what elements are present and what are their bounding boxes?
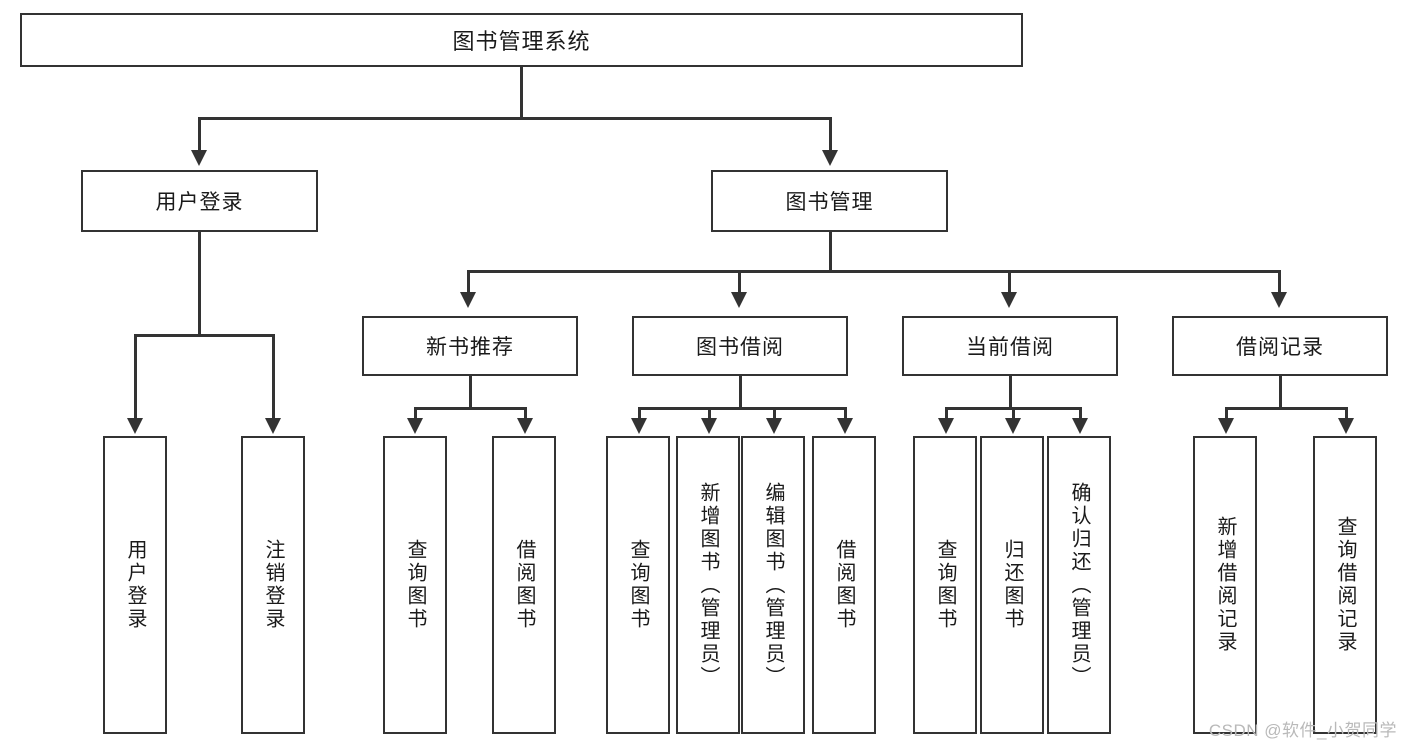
node-label: 借阅图书 xyxy=(833,539,855,631)
node-label: 图书管理 xyxy=(785,191,874,214)
connector-current-borrow-to-leaf-2 xyxy=(1012,407,1015,420)
node-label: 借阅记录 xyxy=(1236,336,1324,359)
leaf-current-borrow-return[interactable]: 归还图书 xyxy=(980,436,1044,734)
leaf-book-borrow-borrow[interactable]: 借阅图书 xyxy=(812,436,876,734)
node-label: 查询图书 xyxy=(934,539,956,631)
leaf-new-book-borrow[interactable]: 借阅图书 xyxy=(492,436,556,734)
arrowhead-user-login-leaf-2 xyxy=(265,418,281,434)
arrowhead-root-to-user-login xyxy=(191,150,207,166)
connector-root-to-user-login xyxy=(198,117,201,150)
connector-user-login-stem xyxy=(198,232,201,336)
node-label: 注销登录 xyxy=(262,539,284,631)
connector-book-borrow-to-leaf-1 xyxy=(638,407,641,420)
connector-borrow-record-to-leaf-1 xyxy=(1225,407,1228,420)
connector-new-book-bus xyxy=(414,407,524,410)
node-current-borrow[interactable]: 当前借阅 xyxy=(902,316,1118,376)
connector-new-book-stem xyxy=(469,376,472,409)
arrowhead-current-borrow-leaf-2 xyxy=(1005,418,1021,434)
connector-borrow-record-to-leaf-2 xyxy=(1345,407,1348,420)
connector-new-book-to-leaf-2 xyxy=(524,407,527,420)
connector-current-borrow-stem xyxy=(1009,376,1012,409)
connector-new-book-to-leaf-1 xyxy=(414,407,417,420)
node-label: 确认归还（管理员） xyxy=(1068,481,1090,689)
connector-book-mgmt-to-l3-4 xyxy=(1278,270,1281,294)
node-book-borrow[interactable]: 图书借阅 xyxy=(632,316,848,376)
node-label: 查询借阅记录 xyxy=(1334,516,1356,654)
connector-root-stem xyxy=(520,67,523,119)
arrowhead-book-borrow-leaf-1 xyxy=(631,418,647,434)
connector-book-mgmt-to-l3-1 xyxy=(467,270,470,294)
connector-current-borrow-to-leaf-3 xyxy=(1079,407,1082,420)
connector-user-login-to-leaf-1 xyxy=(134,334,137,420)
node-label: 归还图书 xyxy=(1001,539,1023,631)
arrowhead-book-borrow-leaf-3 xyxy=(766,418,782,434)
arrowhead-new-book-leaf-2 xyxy=(517,418,533,434)
node-label: 新增借阅记录 xyxy=(1214,516,1236,654)
connector-book-borrow-bus xyxy=(638,407,844,410)
connector-book-mgmt-to-l3-2 xyxy=(738,270,741,294)
leaf-book-borrow-query[interactable]: 查询图书 xyxy=(606,436,670,734)
node-borrow-record[interactable]: 借阅记录 xyxy=(1172,316,1388,376)
connector-book-borrow-to-leaf-3 xyxy=(773,407,776,420)
node-label: 用户登录 xyxy=(155,191,244,214)
arrowhead-book-borrow-leaf-4 xyxy=(837,418,853,434)
connector-user-login-bus xyxy=(134,334,272,337)
node-label: 用户登录 xyxy=(124,539,146,631)
node-label: 借阅图书 xyxy=(513,539,535,631)
node-label: 图书管理系统 xyxy=(452,29,591,54)
arrowhead-current-borrow-leaf-3 xyxy=(1072,418,1088,434)
node-label: 查询图书 xyxy=(627,539,649,631)
node-label: 新增图书（管理员） xyxy=(697,481,719,689)
leaf-borrow-record-add[interactable]: 新增借阅记录 xyxy=(1193,436,1257,734)
arrowhead-user-login-leaf-1 xyxy=(127,418,143,434)
leaf-book-borrow-edit[interactable]: 编辑图书（管理员） xyxy=(741,436,805,734)
connector-current-borrow-to-leaf-1 xyxy=(945,407,948,420)
arrowhead-book-mgmt-l3-1 xyxy=(460,292,476,308)
connector-book-mgmt-bus xyxy=(467,270,1280,273)
arrowhead-root-to-book-mgmt xyxy=(822,150,838,166)
connector-borrow-record-bus xyxy=(1225,407,1345,410)
node-label: 编辑图书（管理员） xyxy=(762,481,784,689)
connector-book-borrow-to-leaf-4 xyxy=(844,407,847,420)
connector-borrow-record-stem xyxy=(1279,376,1282,409)
node-label: 图书借阅 xyxy=(696,336,784,359)
leaf-book-borrow-add[interactable]: 新增图书（管理员） xyxy=(676,436,740,734)
arrowhead-borrow-record-leaf-1 xyxy=(1218,418,1234,434)
node-label: 查询图书 xyxy=(404,539,426,631)
node-new-book-recommend[interactable]: 新书推荐 xyxy=(362,316,578,376)
leaf-borrow-record-query[interactable]: 查询借阅记录 xyxy=(1313,436,1377,734)
node-label: 新书推荐 xyxy=(426,336,514,359)
node-root-system[interactable]: 图书管理系统 xyxy=(20,13,1023,67)
arrowhead-borrow-record-leaf-2 xyxy=(1338,418,1354,434)
arrowhead-book-mgmt-l3-3 xyxy=(1001,292,1017,308)
connector-book-borrow-to-leaf-2 xyxy=(708,407,711,420)
watermark-credit: CSDN @软件_小贺同学 xyxy=(1208,721,1397,740)
node-book-management[interactable]: 图书管理 xyxy=(711,170,948,232)
leaf-current-borrow-query[interactable]: 查询图书 xyxy=(913,436,977,734)
leaf-new-book-query[interactable]: 查询图书 xyxy=(383,436,447,734)
leaf-user-login-logout[interactable]: 注销登录 xyxy=(241,436,305,734)
arrowhead-current-borrow-leaf-1 xyxy=(938,418,954,434)
connector-root-bus xyxy=(198,117,832,120)
connector-book-mgmt-to-l3-3 xyxy=(1008,270,1011,294)
leaf-current-borrow-confirm[interactable]: 确认归还（管理员） xyxy=(1047,436,1111,734)
connector-book-borrow-stem xyxy=(739,376,742,409)
arrowhead-new-book-leaf-1 xyxy=(407,418,423,434)
node-label: 当前借阅 xyxy=(966,336,1054,359)
arrowhead-book-mgmt-l3-4 xyxy=(1271,292,1287,308)
node-user-login[interactable]: 用户登录 xyxy=(81,170,318,232)
connector-user-login-to-leaf-2 xyxy=(272,334,275,420)
arrowhead-book-borrow-leaf-2 xyxy=(701,418,717,434)
connector-root-to-book-mgmt xyxy=(829,117,832,150)
arrowhead-book-mgmt-l3-2 xyxy=(731,292,747,308)
connector-book-mgmt-stem xyxy=(829,232,832,272)
leaf-user-login-login[interactable]: 用户登录 xyxy=(103,436,167,734)
